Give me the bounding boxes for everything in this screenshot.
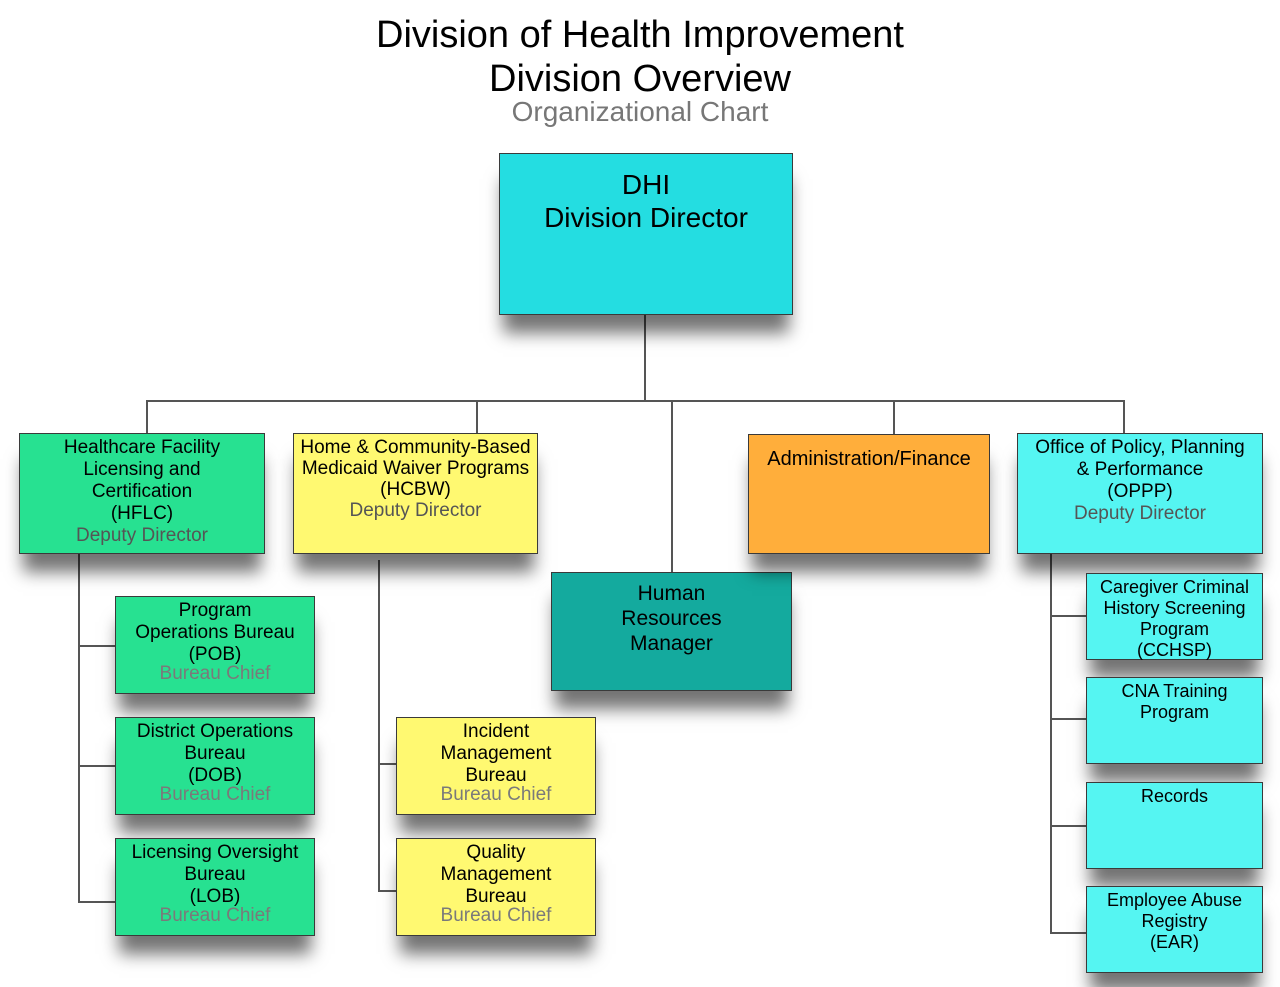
connector [1050,932,1086,934]
box-label-line: Resources [621,607,722,630]
connector [78,765,115,767]
org-box-records: Records [1086,782,1263,869]
box-role-title: Bureau Chief [440,905,552,926]
org-box-admin: Administration/Finance [748,434,990,554]
connector [671,400,673,572]
connector [78,901,115,903]
connector [644,315,646,401]
box-label-line: Caregiver Criminal [1099,577,1250,597]
box-label-line: Quality [466,842,526,863]
box-role-title: Deputy Director [349,500,482,521]
connector [147,400,1125,402]
connector [378,890,396,892]
box-label-line: (LOB) [189,886,241,907]
chart-subtitle: Organizational Chart [511,96,769,127]
connector [1123,400,1125,433]
box-label-line: Management [440,864,552,885]
connector [378,763,396,765]
connector [146,400,148,433]
box-label-line: Program [1139,619,1210,639]
connector [78,645,115,647]
box-label-line: (CCHSP) [1137,640,1212,660]
box-label-line: Licensing Oversight [131,842,299,863]
connector [378,560,380,891]
box-role-title: Deputy Director [76,525,208,546]
box-role-title: Bureau Chief [159,663,271,684]
box-label-line: Manager [630,632,713,655]
box-label-line: Medicaid Waiver Programs [301,458,530,479]
box-label-line: District Operations [136,721,294,742]
connector [476,400,478,433]
connector [1050,718,1086,720]
box-label-line: (POB) [188,644,242,665]
box-label-line: Office of Policy, Planning [1035,437,1245,458]
connector [1050,553,1052,933]
box-label-line: (OPPP) [1107,481,1173,502]
connector [893,400,895,434]
box-label-line: Administration/Finance [767,448,971,470]
connector [1050,825,1086,827]
box-label-line: (DOB) [188,765,242,786]
box-role-title: Deputy Director [1074,503,1206,524]
box-label-line: Certification [91,481,193,502]
connector [78,553,80,903]
box-label-line: Program [178,600,252,621]
box-label-line: Incident [462,721,530,742]
box-label-line: Bureau [184,743,246,764]
box-label-line: Employee Abuse [1106,890,1243,910]
box-label-line: Bureau [465,886,527,907]
box-label-line: Healthcare Facility [63,437,221,458]
box-label-line: & Performance [1076,459,1204,480]
box-label-line: Bureau [184,864,246,885]
box-role-title: Bureau Chief [440,784,552,805]
box-label-line: (HCBW) [380,479,451,500]
box-label-line: Records [1140,786,1209,806]
box-label-line: (EAR) [1150,932,1199,952]
connector [1050,615,1086,617]
box-label-line: History Screening [1103,598,1246,618]
chart-title-line2: Division Overview [489,58,791,100]
box-label-line: CNA Training [1121,681,1228,701]
box-role-title: Bureau Chief [159,905,271,926]
box-label-line: Home & Community-Based [300,437,531,458]
org-box-oppp: Office of Policy, Planning& Performance(… [1017,433,1263,554]
box-label-line: Program [1139,702,1210,722]
box-label-line: Human [637,582,706,605]
box-label-line: Licensing and [83,459,201,480]
box-label-line: DHI [621,169,671,200]
box-label-line: Registry [1141,911,1208,931]
box-label-line: Operations Bureau [135,622,295,643]
box-label-line: Bureau [465,765,527,786]
chart-title: Division of Health Improvement [376,14,904,56]
box-role-title: Bureau Chief [159,784,271,805]
box-label-line: Division Director [544,202,748,233]
box-label-line: Management [440,743,552,764]
box-label-line: (HFLC) [110,503,174,524]
